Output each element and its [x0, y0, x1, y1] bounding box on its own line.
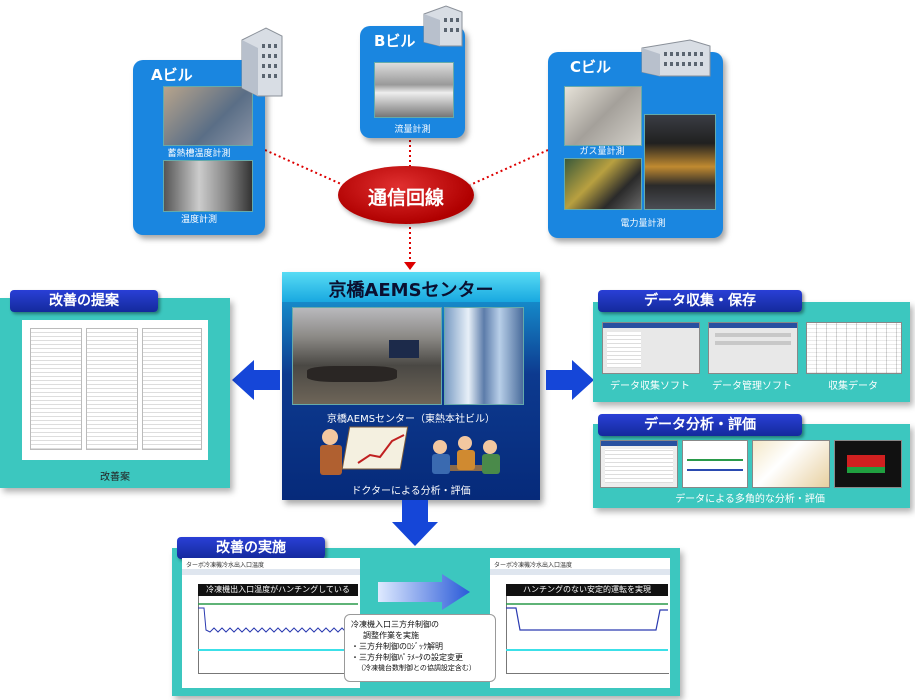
- analysis-title: データ分析・評価: [598, 414, 802, 436]
- office-building-photo: [444, 307, 524, 405]
- before-chart-header: ターボ冷凍機冷水出入口温度: [186, 562, 265, 569]
- after-banner: ハンチングのない安定的運転を実現: [523, 585, 651, 594]
- power-meter-photo: [564, 158, 642, 210]
- note-line-2: 調整作業を実施: [363, 631, 419, 640]
- analysis-shot-4: [834, 440, 902, 488]
- collected-data-shot: [806, 322, 902, 374]
- building-c-title: Cビル: [570, 58, 612, 76]
- tank-photo: [163, 86, 253, 146]
- note-line-5: （冷凍機台数制御との協調設定含む）: [357, 664, 476, 672]
- flow-meter-photo: [374, 62, 454, 118]
- aems-center-title: 京橋AEMSセンター: [328, 280, 494, 301]
- before-trend: [198, 603, 358, 651]
- down-arrow-icon: [392, 500, 438, 546]
- building-a-icon: [241, 27, 283, 97]
- analysis-shot-1: [600, 440, 678, 488]
- network-label: 通信回線: [367, 187, 444, 209]
- after-trend: [506, 603, 668, 651]
- doctor-illustration: [320, 426, 500, 475]
- building-c-icon: [641, 39, 711, 77]
- building-b-card: Bビル 流量計測: [360, 26, 465, 138]
- after-chart: ターボ冷凍機冷水出入口温度 ハンチングのない安定的運転を実現: [490, 558, 670, 688]
- collection-title: データ収集・保存: [598, 290, 802, 312]
- improvement-arrow-icon: [378, 574, 470, 610]
- meeting-room-photo: [292, 307, 442, 405]
- proposal-title: 改善の提案: [10, 290, 158, 312]
- building-c-caption-1: ガス量計測: [579, 147, 625, 157]
- before-banner: 冷凍機出入口温度がハンチングしている: [206, 585, 350, 594]
- building-a-title: Aビル: [151, 66, 193, 84]
- building-a-caption-1: 蓄熱槽温度計測: [167, 149, 231, 159]
- analysis-shot-2: [682, 440, 748, 488]
- proposal-caption: 改善案: [100, 472, 130, 483]
- collection-item-2: データ管理ソフト: [712, 381, 792, 392]
- collection-software-shot: [602, 322, 700, 374]
- network-ellipse: [338, 166, 474, 224]
- analysis-caption: データによる多角的な分析・評価: [675, 494, 825, 505]
- note-line-1: 冷凍機入口三方弁制御の: [351, 620, 439, 629]
- building-b-icon: [423, 5, 463, 47]
- building-c-caption-2: 電力量計測: [620, 219, 666, 229]
- proposal-document: [22, 320, 208, 460]
- gas-meter-photo: [564, 86, 642, 146]
- building-c-card: Cビル ガス量計測 電力量計測: [548, 52, 723, 238]
- management-software-shot: [708, 322, 798, 374]
- collection-item-1: データ収集ソフト: [610, 381, 690, 392]
- aems-center-header: [282, 272, 540, 302]
- improvement-note: 冷凍機入口三方弁制御の 調整作業を実施 ・三方弁制御のﾛｼﾞｯｸ解明 ・三方弁制…: [344, 614, 496, 682]
- collection-item-3: 収集データ: [828, 381, 878, 392]
- note-line-3: ・三方弁制御のﾛｼﾞｯｸ解明: [351, 642, 443, 651]
- implementation-title: 改善の実施: [177, 537, 325, 559]
- center-photo-caption: 京橋AEMSセンター（東熱本社ビル）: [326, 414, 496, 425]
- building-a-card: Aビル 蓄熱槽温度計測 温度計測: [133, 60, 265, 235]
- building-b-title: Bビル: [374, 32, 416, 50]
- note-line-4: ・三方弁制御ﾊﾟﾗﾒｰﾀの設定変更: [351, 653, 463, 662]
- left-arrow-icon: [232, 360, 280, 400]
- before-chart: ターボ冷凍機冷水出入口温度 冷凍機出入口温度がハンチングしている: [182, 558, 360, 688]
- right-arrow-icon: [546, 360, 594, 400]
- pipe-photo: [163, 160, 253, 212]
- panel-photo: [644, 114, 716, 210]
- analysis-shot-3: [752, 440, 830, 488]
- doctor-caption: ドクターによる分析・評価: [351, 486, 471, 497]
- building-b-caption-1: 流量計測: [394, 125, 431, 135]
- building-a-caption-2: 温度計測: [180, 215, 217, 225]
- after-chart-header: ターボ冷凍機冷水出入口温度: [494, 562, 573, 569]
